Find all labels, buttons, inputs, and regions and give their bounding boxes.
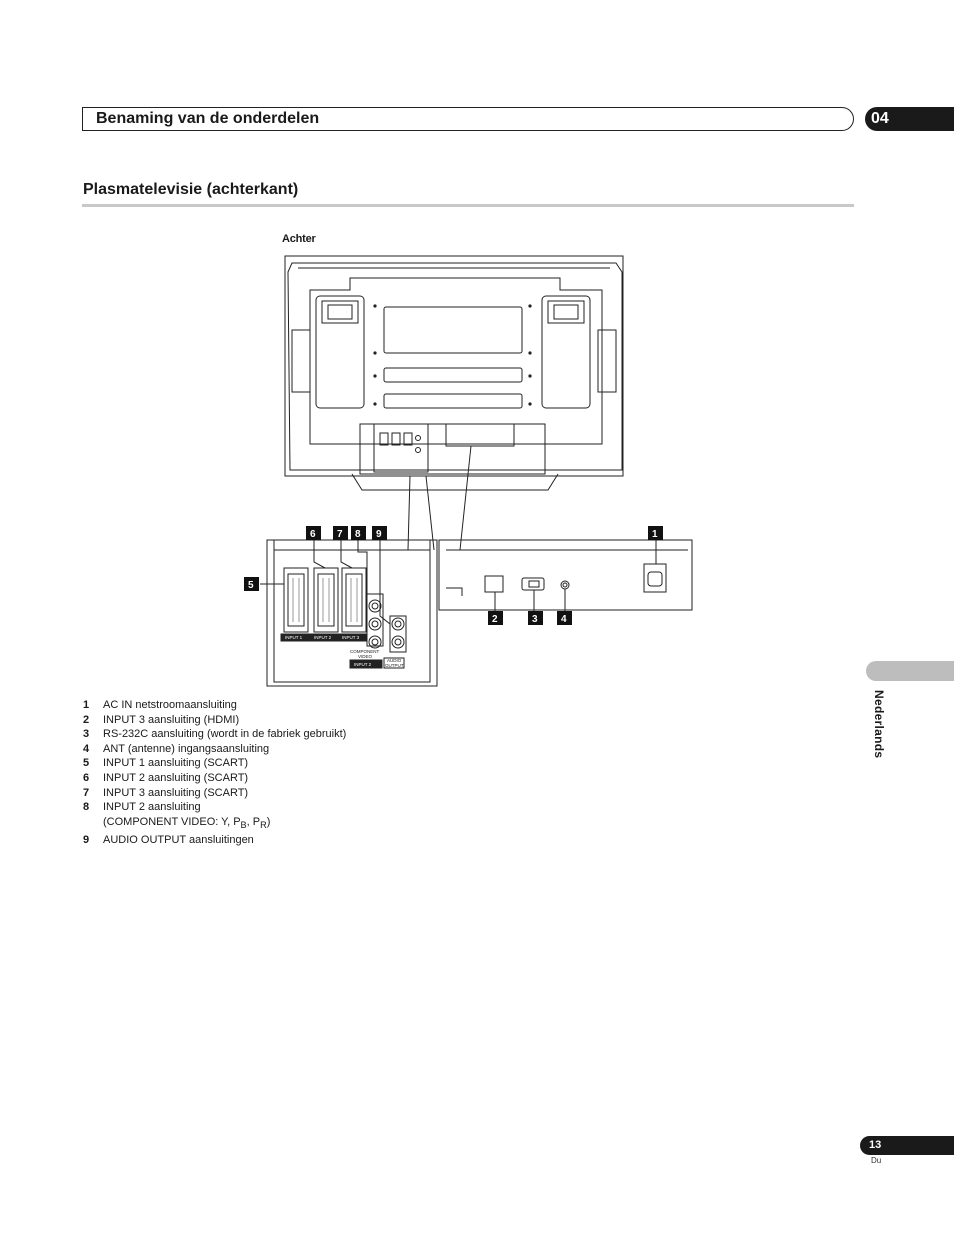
language-tab <box>866 661 954 681</box>
chapter-title: Benaming van de onderdelen <box>96 110 320 127</box>
component-input-label: INPUT 2 <box>354 662 372 667</box>
audio-label: AUDIO <box>387 658 402 663</box>
callout-6: 6 <box>310 529 316 540</box>
component-label: COMPONENT <box>350 649 380 654</box>
scart-label-input2: INPUT 2 <box>314 635 332 640</box>
callout-7: 7 <box>337 529 343 540</box>
tv-body-outline <box>284 255 624 477</box>
callout-1: 1 <box>652 529 658 540</box>
terminal-cluster-right <box>445 423 515 447</box>
video-label: VIDEO <box>358 654 373 659</box>
scart-connectors <box>283 567 367 633</box>
language-label: Nederlands <box>872 690 886 759</box>
chapter-number-tab: 04 <box>865 107 954 131</box>
section-title: Plasmatelevisie (achterkant) <box>83 181 299 198</box>
diagram-label: Achter <box>282 233 316 245</box>
callout-2: 2 <box>492 614 498 625</box>
chapter-header-bar: Benaming van de onderdelen <box>82 107 854 131</box>
output-label: OUTPUT <box>385 663 404 668</box>
callout-8: 8 <box>355 529 361 540</box>
terminal-cluster-left <box>373 423 429 473</box>
page-number-tab: 13 <box>860 1136 954 1155</box>
scart-label-input1: INPUT 1 <box>285 635 303 640</box>
callout-3: 3 <box>532 614 538 625</box>
scart-label-input3: INPUT 3 <box>342 635 360 640</box>
rear-panel-diagram: Achter <box>230 228 700 693</box>
section-divider <box>82 204 854 207</box>
callout-4: 4 <box>561 614 567 625</box>
callout-9: 9 <box>376 529 382 540</box>
callout-5: 5 <box>248 580 254 591</box>
callout-badges: 6 7 8 9 5 1 2 3 4 <box>244 526 663 625</box>
page-language-code: Du <box>871 1156 882 1165</box>
tv-rear-illustration: INPUT 1 INPUT 2 INPUT 3 COMPONENT VIDEO … <box>244 255 693 687</box>
